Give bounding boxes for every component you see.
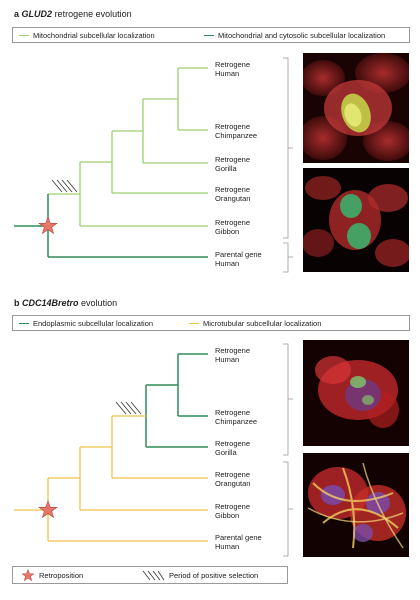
taxon-a-orangutan: Retrogene Orangutan bbox=[215, 185, 251, 203]
taxon-a-gibbon: Retrogene Gibbon bbox=[215, 218, 251, 236]
taxon-b-gorilla: Retrogene Gorilla bbox=[215, 439, 251, 457]
taxon-b-human: Retrogene Human bbox=[215, 346, 251, 364]
panel-a-title-text: retrogene evolution bbox=[54, 9, 132, 19]
taxon-b-orangutan: Retrogene Orangutan bbox=[215, 470, 251, 488]
light-green-line-icon bbox=[19, 35, 29, 36]
panel-b-selection-marker bbox=[115, 401, 142, 415]
panel-a-selection-marker bbox=[51, 179, 78, 193]
panel-a-letter: a bbox=[14, 9, 20, 19]
taxon-a-parental: Parental gene Human bbox=[215, 250, 262, 268]
panel-b-legend-label-2: Microtubular subcellular localization bbox=[203, 319, 322, 328]
legend-positive-selection: Period of positive selection bbox=[169, 571, 259, 580]
panel-a-legend-item-1: Mitochondrial subcellular localization bbox=[19, 31, 155, 40]
panel-b-legend-item-2: Microtubular subcellular localization bbox=[189, 319, 321, 328]
yellow-line-icon bbox=[189, 323, 199, 324]
panel-b-bracket-upper bbox=[283, 343, 293, 456]
legend-retroposition: Retroposition bbox=[39, 571, 84, 580]
dark-green-line-icon bbox=[19, 323, 29, 324]
bottom-legend: Retroposition Period of positive selecti… bbox=[12, 566, 288, 584]
panel-a-legend: Mitochondrial subcellular localization M… bbox=[12, 27, 410, 43]
panel-b-tree bbox=[14, 343, 293, 557]
panel-a-bracket-lower bbox=[283, 242, 293, 273]
panel-b-title: b CDC14Bretro evolution bbox=[14, 298, 117, 308]
taxon-b-parental: Parental gene Human bbox=[215, 533, 262, 551]
panel-b-retroposition-star bbox=[38, 500, 58, 519]
panel-a-legend-label-1: Mitochondrial subcellular localization bbox=[33, 31, 155, 40]
panel-a-legend-label-2: Mitochondrial and cytosolic subcellular … bbox=[218, 31, 386, 40]
taxon-a-gorilla: Retrogene Gorilla bbox=[215, 155, 251, 173]
taxon-b-chimpanzee: Retrogene Chimpanzee bbox=[215, 408, 258, 426]
panel-b-micrograph-endoplasmic bbox=[303, 340, 409, 446]
taxon-a-human: Retrogene Human bbox=[215, 60, 251, 78]
panel-a-retroposition-star bbox=[38, 216, 58, 235]
dark-green-line-icon bbox=[204, 35, 214, 36]
panel-a-micrograph-mitochondrial bbox=[303, 53, 409, 163]
panel-a-legend-item-2: Mitochondrial and cytosolic subcellular … bbox=[204, 31, 385, 40]
star-icon bbox=[21, 569, 35, 582]
panel-a-micrograph-mito-cytosolic bbox=[303, 168, 409, 272]
panel-b-title-text: evolution bbox=[81, 298, 118, 308]
panel-b-micrograph-microtubular bbox=[303, 453, 409, 557]
panel-b-gene: CDC14Bretro bbox=[22, 298, 79, 308]
panel-a-bracket-upper bbox=[283, 57, 293, 239]
panel-b-bracket-lower bbox=[283, 461, 293, 557]
panel-b-legend: Endoplasmic subcellular localization Mic… bbox=[12, 315, 410, 331]
panel-a-tree bbox=[14, 57, 293, 273]
panel-b-legend-label-1: Endoplasmic subcellular localization bbox=[33, 319, 154, 328]
panel-a-title: a GLUD2 retrogene evolution bbox=[14, 9, 132, 19]
panel-a-gene: GLUD2 bbox=[21, 9, 53, 19]
taxon-a-chimpanzee: Retrogene Chimpanzee bbox=[215, 122, 258, 140]
panel-b-legend-item-1: Endoplasmic subcellular localization bbox=[19, 319, 153, 328]
panel-b-letter: b bbox=[14, 298, 20, 308]
positive-selection-hatch-icon bbox=[142, 570, 165, 581]
taxon-b-gibbon: Retrogene Gibbon bbox=[215, 502, 251, 520]
